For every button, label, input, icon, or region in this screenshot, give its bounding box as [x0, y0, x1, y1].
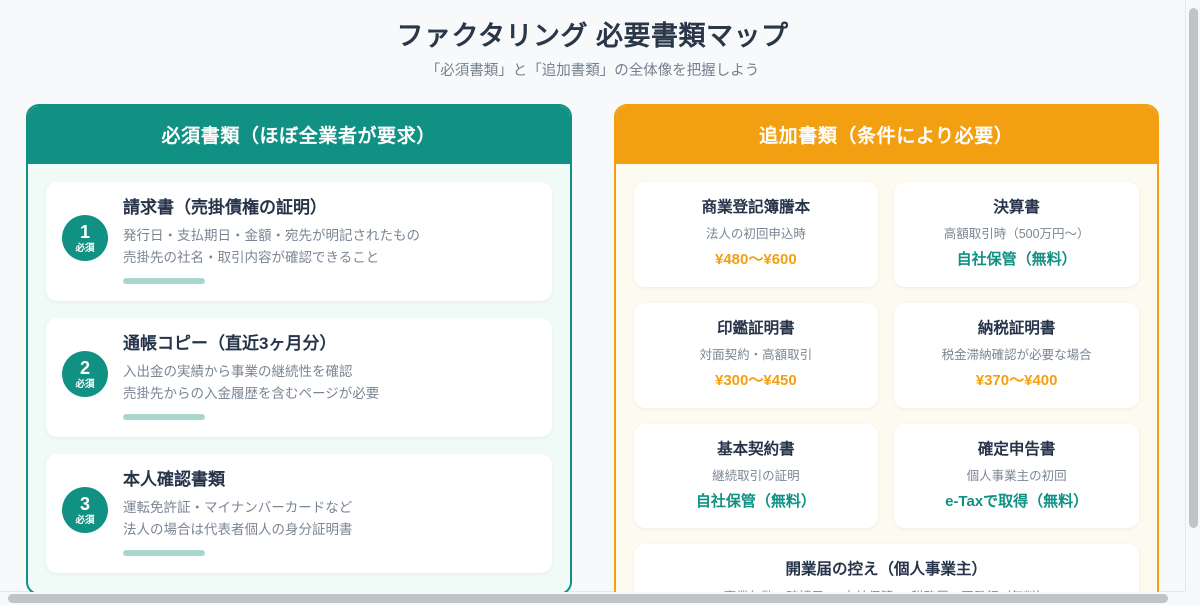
horizontal-scrollbar[interactable]: [0, 592, 1200, 605]
card-condition: 個人事業主の初回: [966, 468, 1067, 483]
item-detail-line: 売掛先の社名・取引内容が確認できること: [123, 250, 380, 266]
card-condition: 税金滞納確認が必要な場合: [941, 348, 1092, 363]
card-title: 納税証明書: [977, 319, 1056, 337]
card-title: 商業登記簿謄本: [701, 199, 811, 217]
horizontal-scrollbar-thumb[interactable]: [8, 594, 1168, 603]
list-item: 1 必須 請求書（売掛債権の証明） 発行日・支払期日・金額・宛先が明記されたもの…: [46, 182, 552, 301]
document-card: 決算書 高額取引時（500万円〜） 自社保管（無料）: [894, 182, 1139, 287]
item-title: 通帳コピー（直近3ヶ月分）: [123, 334, 337, 353]
card-title: 確定申告書: [977, 440, 1056, 458]
required-documents-panel: 必須書類（ほぼ全業者が要求） 1 必須 請求書（売掛債権の証明） 発行日・支払期…: [26, 104, 572, 595]
card-cost: 自社保管（無料）: [695, 492, 816, 510]
card-title: 基本契約書: [717, 440, 795, 458]
item-title: 本人確認書類: [123, 469, 225, 489]
card-cost: e-Taxで取得（無料）: [945, 492, 1089, 510]
item-detail-line: 法人の場合は代表者個人の身分証明書: [123, 521, 353, 537]
vertical-scrollbar[interactable]: [1186, 0, 1200, 592]
card-cost: ¥300〜¥450: [715, 372, 797, 390]
vertical-scrollbar-thumb[interactable]: [1189, 8, 1198, 528]
card-condition: 継続取引の証明: [712, 468, 800, 483]
item-detail-line: 運転免許証・マイナンバーカードなど: [123, 499, 353, 515]
badge-tag: 必須: [75, 242, 95, 254]
item-detail-line: 入出金の実績から事業の継続性を確認: [123, 364, 353, 380]
panels-container: 必須書類（ほぼ全業者が要求） 1 必須 請求書（売掛債権の証明） 発行日・支払期…: [26, 104, 1159, 605]
step-badge: 1 必須: [62, 215, 108, 262]
step-badge: 3 必須: [62, 486, 108, 533]
card-condition: 対面契約・高額取引: [699, 348, 813, 363]
card-cost: 自社保管（無料）: [956, 251, 1077, 269]
additional-documents-panel: 追加書類（条件により必要） 商業登記簿謄本 法人の初回申込時 ¥480〜¥600…: [613, 104, 1159, 605]
document-card: 基本契約書 継続取引の証明 自社保管（無料）: [633, 423, 879, 529]
required-items-list: 1 必須 請求書（売掛債権の証明） 発行日・支払期日・金額・宛先が明記されたもの…: [28, 164, 570, 592]
item-detail-line: 発行日・支払期日・金額・宛先が明記されたもの: [123, 228, 420, 244]
required-column: 必須書類（ほぼ全業者が要求） 1 必須 請求書（売掛債権の証明） 発行日・支払期…: [26, 104, 572, 595]
step-badge: 2 必須: [62, 351, 108, 397]
item-text: 本人確認書類 運転免許証・マイナンバーカードなど 法人の場合は代表者個人の身分証…: [123, 469, 534, 556]
badge-tag: 必須: [75, 378, 95, 390]
item-text: 請求書（売掛債権の証明） 発行日・支払期日・金額・宛先が明記されたもの 売掛先の…: [123, 197, 534, 284]
card-title: 印鑑証明書: [717, 319, 795, 337]
document-card: 印鑑証明書 対面契約・高額取引 ¥300〜¥450: [633, 302, 879, 408]
document-card: 商業登記簿謄本 法人の初回申込時 ¥480〜¥600: [633, 182, 879, 287]
additional-column: 追加書類（条件により必要） 商業登記簿謄本 法人の初回申込時 ¥480〜¥600…: [613, 104, 1159, 605]
item-detail-line: 売掛先からの入金履歴を含むページが必要: [123, 385, 380, 401]
page-title: ファクタリング 必要書類マップ: [396, 21, 789, 51]
badge-number: 2: [79, 357, 90, 378]
item-title: 請求書（売掛債権の証明）: [123, 198, 327, 218]
card-title: 決算書: [993, 199, 1040, 217]
document-card: 確定申告書 個人事業主の初回 e-Taxで取得（無料）: [894, 423, 1139, 529]
badge-number: 3: [79, 493, 90, 514]
required-panel-heading: 必須書類（ほぼ全業者が要求）: [28, 106, 570, 165]
card-title: 開業届の控え（個人事業主）: [785, 561, 987, 579]
list-item: 3 必須 本人確認書類 運転免許証・マイナンバーカードなど 法人の場合は代表者個…: [46, 453, 552, 573]
badge-number: 1: [79, 221, 90, 242]
page-header: ファクタリング 必要書類マップ 「必須書類」と「追加書類」の全体像を把握しよう: [26, 18, 1159, 83]
card-cost: ¥480〜¥600: [715, 251, 797, 269]
document-card: 納税証明書 税金滞納確認が必要な場合 ¥370〜¥400: [894, 302, 1139, 408]
list-item: 2 必須 通帳コピー（直近3ヶ月分） 入出金の実績から事業の継続性を確認 売掛先…: [46, 318, 552, 437]
accent-bar: [123, 549, 205, 556]
card-condition: 高額取引時（500万円〜）: [943, 227, 1090, 242]
additional-cards-body: 商業登記簿謄本 法人の初回申込時 ¥480〜¥600 決算書 高額取引時（500…: [616, 164, 1158, 605]
accent-bar: [123, 413, 205, 420]
card-cost: ¥370〜¥400: [975, 372, 1058, 390]
page-subtitle: 「必須書類」と「追加書類」の全体像を把握しよう: [425, 63, 760, 80]
item-text: 通帳コピー（直近3ヶ月分） 入出金の実績から事業の継続性を確認 売掛先からの入金…: [123, 333, 534, 420]
card-condition: 法人の初回申込時: [705, 227, 806, 242]
additional-panel-heading: 追加書類（条件により必要）: [615, 106, 1157, 165]
badge-tag: 必須: [75, 514, 95, 526]
additional-cards-grid: 商業登記簿謄本 法人の初回申込時 ¥480〜¥600 決算書 高額取引時（500…: [633, 182, 1139, 605]
accent-bar: [123, 278, 205, 284]
